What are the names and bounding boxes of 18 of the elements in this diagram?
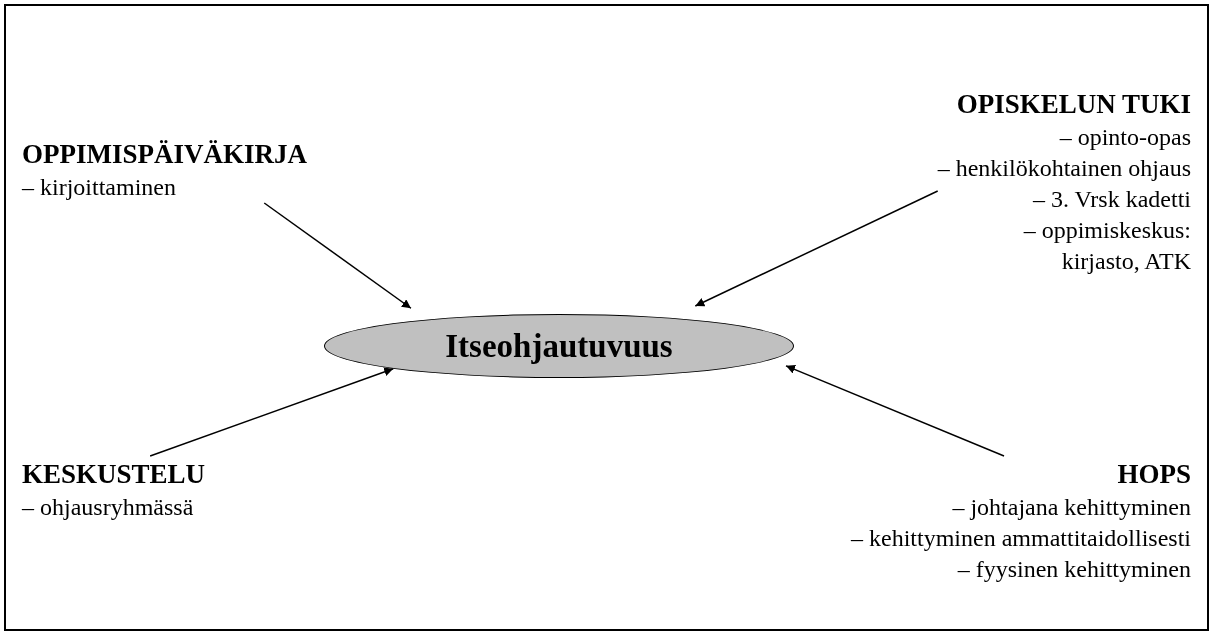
list-item: – ohjausryhmässä (22, 493, 194, 522)
list-item: – 3. Vrsk kadetti (1032, 185, 1191, 214)
center-label: Itseohjautuvuus (445, 327, 673, 365)
heading: OPISKELUN TUKI (956, 88, 1191, 121)
list-item: – opinto-opas (1059, 123, 1191, 152)
list-item: – henkilökohtainen ohjaus (937, 154, 1191, 183)
list-item: – fyysinen kehittyminen (957, 555, 1191, 584)
list-item: – oppimiskeskus: kirjasto, ATK (1022, 216, 1191, 276)
heading: HOPS (1117, 458, 1191, 491)
arrow (149, 367, 394, 457)
list-item: – johtajana kehittyminen (952, 493, 1191, 522)
list-item: – kirjoittaminen (22, 173, 176, 202)
list-item: – kehittyminen ammattitaidollisesti (851, 524, 1191, 553)
arrow (694, 190, 939, 307)
arrow (785, 365, 1005, 457)
heading: KESKUSTELU (22, 458, 206, 491)
arrow (263, 202, 412, 309)
heading: OPPIMISPÄIVÄKIRJA (22, 138, 307, 171)
